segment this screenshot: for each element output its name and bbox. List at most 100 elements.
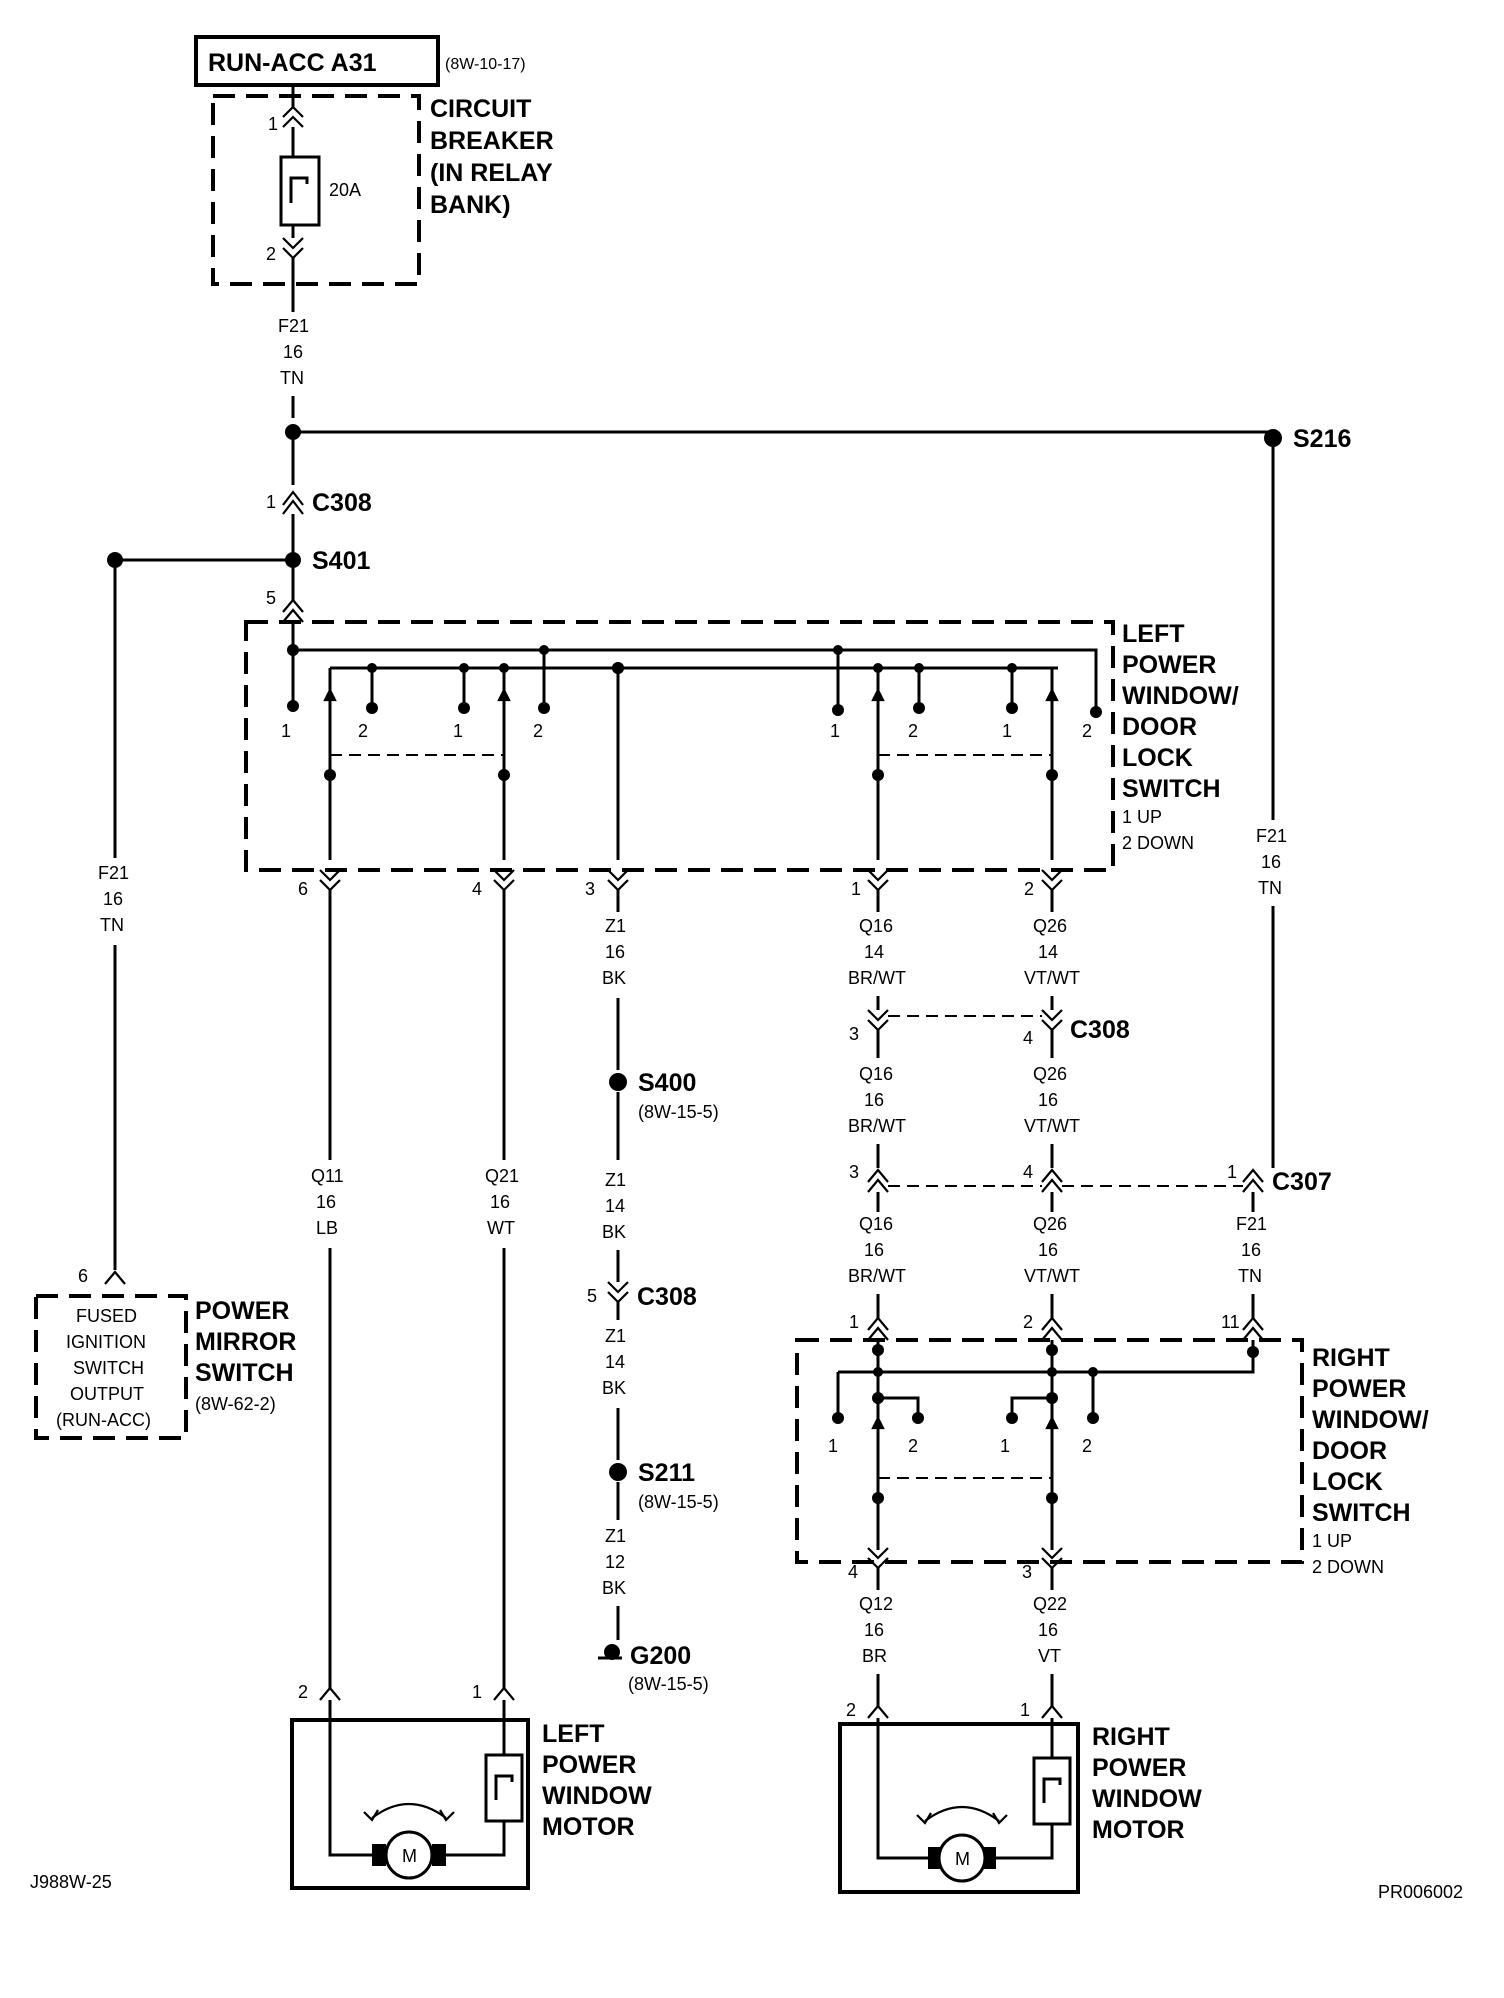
wire-code: Q26 [1033,916,1067,936]
wire-gauge: 16 [283,342,303,362]
splice-s211-ref: (8W-15-5) [638,1492,719,1512]
contact-label: 1 [830,721,840,741]
wire-gauge: 16 [1038,1240,1058,1260]
left-switch-pin: 6 [298,879,308,899]
contact-label: 2 [908,1436,918,1456]
wire-color: BK [602,968,626,988]
wire-q21: Q21 16 WT [485,890,519,1688]
right-window-switch: 1 2 11 1 2 1 2 4 3 [795,1312,1429,1582]
connector-c308-top: C308 [312,489,372,517]
right-window-motor: 2 1 M RIGHT POWER WINDOW MOTOR [838,1700,1202,1894]
left-window-motor: 2 1 M LEFT POWER WINDOW MOTOR [290,1682,652,1890]
right-motor-pin: 2 [846,1700,856,1720]
contact-label: 2 [1082,721,1092,741]
right-switch-pin: 2 [1023,1312,1033,1332]
wire-f21-mirror: F21 16 TN 6 [78,560,129,1286]
wire-gauge: 16 [864,1620,884,1640]
wire-color: BK [602,1378,626,1398]
wire-q11: Q11 16 LB [311,890,344,1688]
splice-s401: S401 [312,547,370,575]
right-switch-label: 1 UP [1312,1531,1352,1551]
wire-color: BK [602,1222,626,1242]
right-motor-pin: 1 [1020,1700,1030,1720]
wire-color: BR/WT [848,1266,906,1286]
mirror-box-line: SWITCH [73,1358,144,1378]
left-switch-label: 2 DOWN [1122,833,1194,853]
wire-color: TN [1258,878,1282,898]
right-motor-label: POWER [1092,1754,1186,1782]
wire-gauge: 16 [1261,852,1281,872]
right-switch-label: DOOR [1312,1437,1387,1465]
contact-label: 1 [281,721,291,741]
wire-color: BR/WT [848,1116,906,1136]
right-switch-label: LOCK [1312,1468,1383,1496]
wire-code: Q22 [1033,1594,1067,1614]
mirror-name: POWER [195,1297,289,1325]
left-motor-label: MOTOR [542,1813,635,1841]
contact-label: 2 [533,721,543,741]
wire-gauge: 14 [605,1196,625,1216]
footer-left-code: J988W-25 [30,1872,112,1892]
wire-color: TN [280,368,304,388]
wire-gauge: 14 [864,942,884,962]
wire-gauge: 16 [1038,1090,1058,1110]
run-acc-label: RUN-ACC A31 [208,49,377,77]
mirror-box-line: (RUN-ACC) [56,1410,151,1430]
wire-f21-right: F21 16 TN F21 16 TN [1236,438,1287,1318]
ground-g200: G200 [630,1642,691,1670]
left-switch-outputs: 6 4 3 1 2 [298,869,1063,899]
wire-color: WT [487,1218,515,1238]
right-motor-label: WINDOW [1092,1785,1202,1813]
wire-q12-q22: Q12 16 BR Q22 16 VT [859,1568,1067,1706]
left-switch-pin: 1 [851,879,861,899]
wire-code: F21 [98,863,129,883]
right-switch-pin: 4 [848,1562,858,1582]
mirror-pin-6: 6 [78,1266,88,1286]
contact-label: 2 [908,721,918,741]
splice-bus-top: S216 1 C308 S401 [107,424,1351,575]
right-switch-pin: 11 [1221,1312,1240,1332]
left-switch-label: LEFT [1122,620,1185,648]
wire-code: Q26 [1033,1214,1067,1234]
contact-label: 1 [1002,721,1012,741]
ground-g200-ref: (8W-15-5) [628,1674,709,1694]
breaker-label-1: CIRCUIT [430,95,531,123]
left-motor-pin: 2 [298,1682,308,1702]
wire-gauge: 16 [605,942,625,962]
connector-c308-ground: C308 [637,1283,697,1311]
left-switch-label: POWER [1122,651,1216,679]
wire-gauge: 16 [316,1192,336,1212]
right-motor-label: MOTOR [1092,1816,1185,1844]
c307-pin-3: 3 [849,1162,859,1182]
splice-s216: S216 [1293,425,1351,453]
wire-code: Z1 [605,1326,626,1346]
wire-code: F21 [1256,826,1287,846]
breaker-rating: 20A [329,180,361,200]
connector-c308-mid: C308 [1070,1016,1130,1044]
wire-code: Q16 [859,916,893,936]
right-switch-label: 2 DOWN [1312,1557,1384,1577]
left-switch-label: DOOR [1122,713,1197,741]
mirror-box-line: FUSED [76,1306,137,1326]
right-switch-label: SWITCH [1312,1499,1411,1527]
mirror-name: SWITCH [195,1359,294,1387]
left-motor-pin: 1 [472,1682,482,1702]
wire-gauge: 12 [605,1552,625,1572]
left-switch-pin-5: 5 [266,588,276,608]
wire-code: F21 [278,316,309,336]
mirror-name: MIRROR [195,1328,296,1356]
wire-gauge: 16 [864,1090,884,1110]
left-motor-label: WINDOW [542,1782,652,1810]
left-switch-label: LOCK [1122,744,1193,772]
wire-gauge: 16 [864,1240,884,1260]
c308-pin-1: 1 [266,492,276,512]
breaker-pin-2: 2 [266,244,276,264]
wire-gauge: 16 [103,889,123,909]
wire-color: BR [862,1646,887,1666]
run-acc-ref: (8W-10-17) [445,56,526,73]
wire-code: Q16 [859,1214,893,1234]
breaker-label-2: BREAKER [430,127,554,155]
right-switch-label: RIGHT [1312,1344,1390,1372]
mirror-ref: (8W-62-2) [195,1394,276,1414]
